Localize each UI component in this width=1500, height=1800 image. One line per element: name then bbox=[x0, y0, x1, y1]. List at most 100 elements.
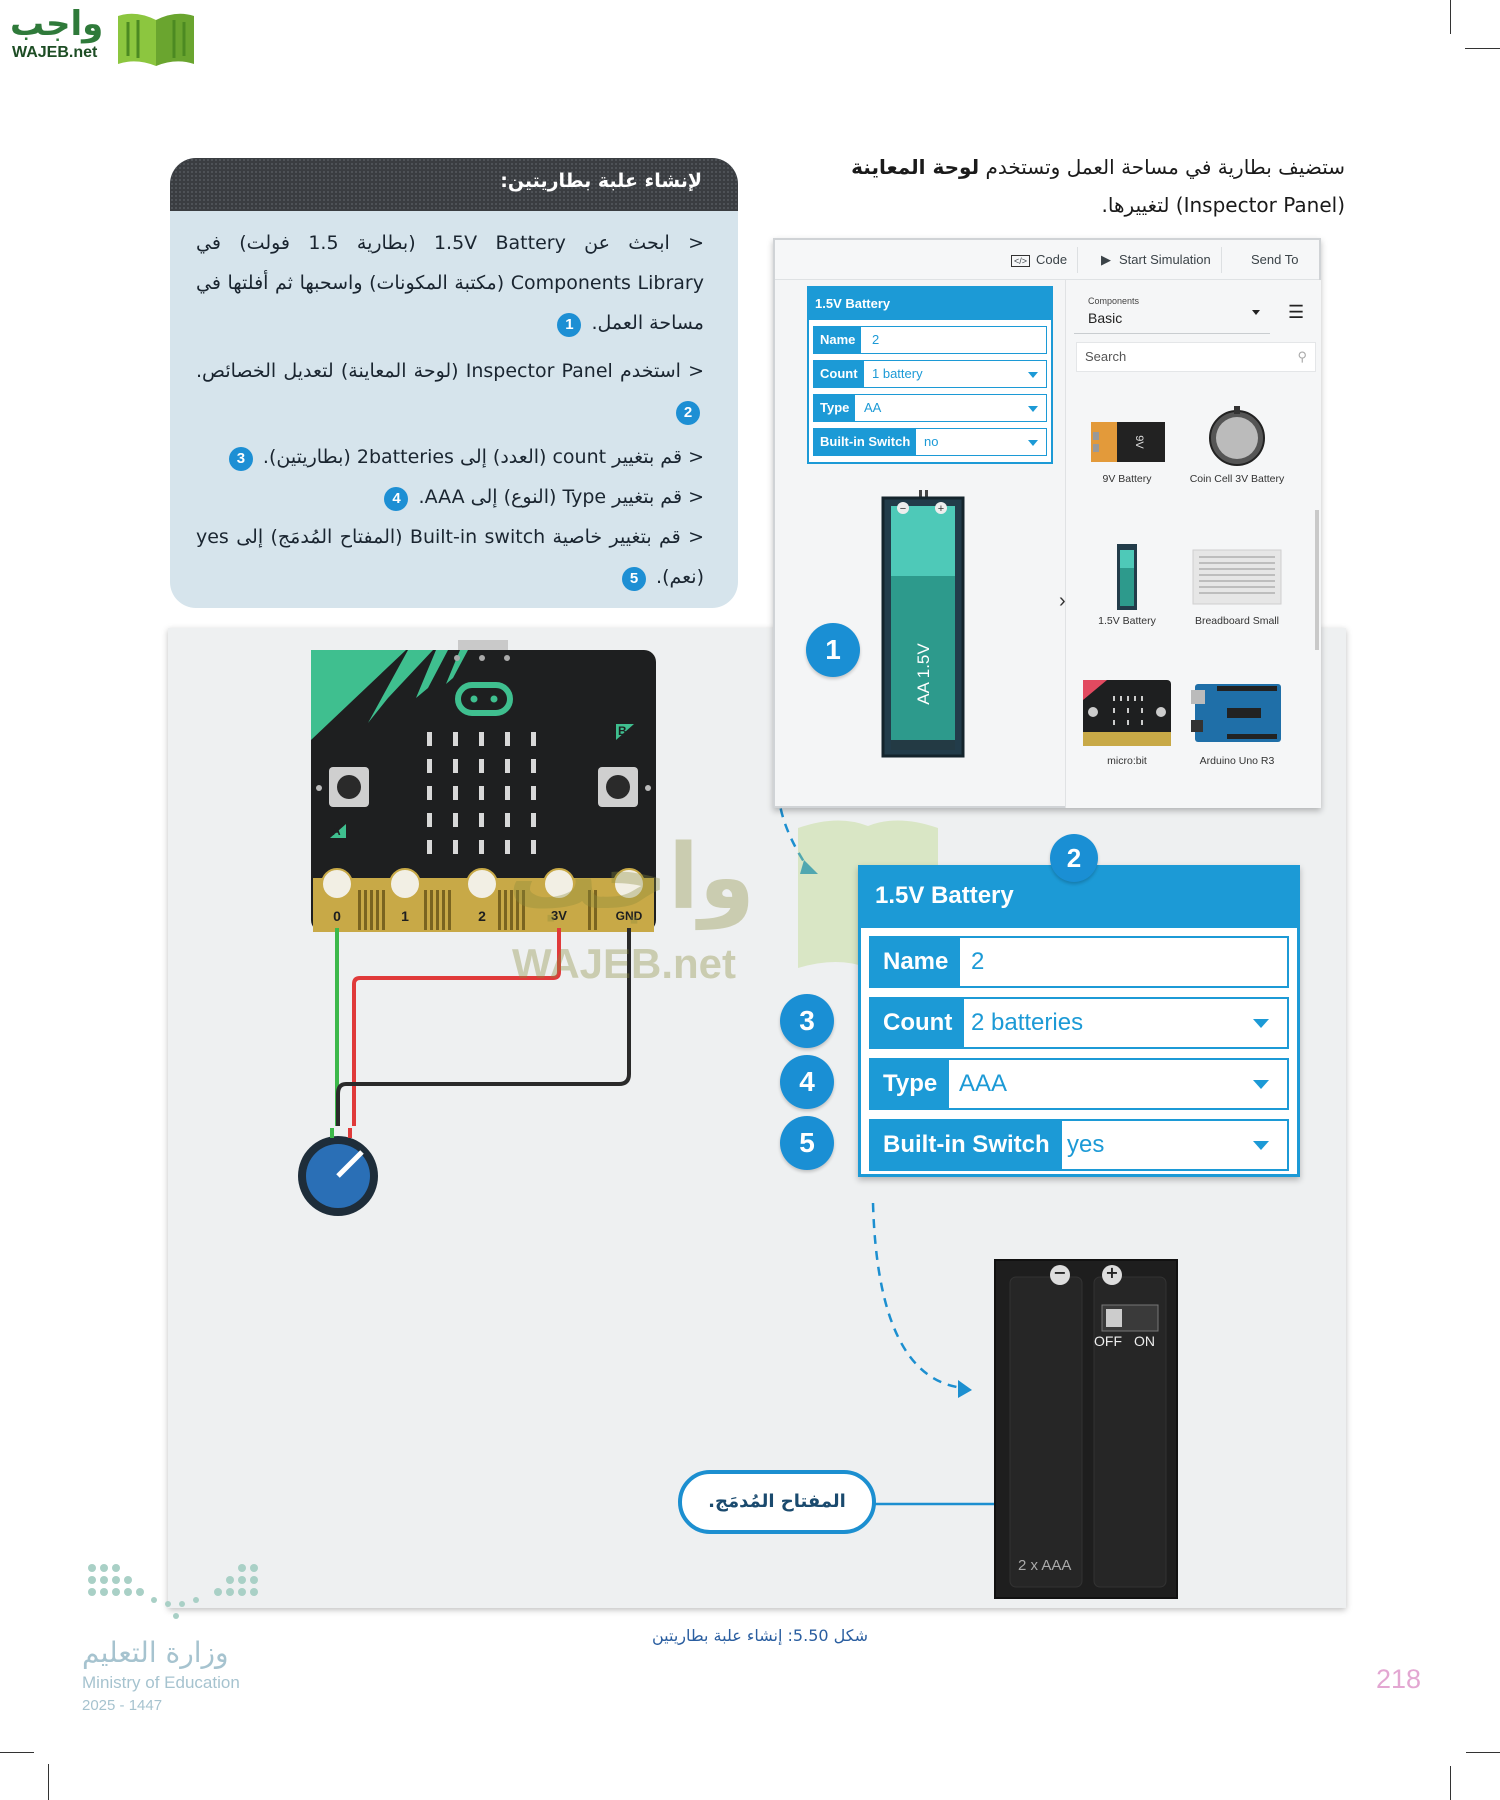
component-coin-cell[interactable]: Coin Cell 3V Battery bbox=[1182, 400, 1292, 485]
coin-cell-image bbox=[1209, 406, 1265, 466]
name-label: Name bbox=[871, 938, 961, 986]
arrow-head bbox=[800, 860, 818, 874]
minus-icon: − bbox=[900, 503, 906, 515]
instructions-box: لإنشاء علبة بطاريتين: < ابحث عن 1.5V Bat… bbox=[170, 158, 738, 608]
plus-icon: + bbox=[938, 503, 944, 515]
switch-value: no bbox=[924, 434, 939, 449]
crop-mark bbox=[1466, 1752, 1500, 1753]
battery-holder-drawing bbox=[1009, 1265, 1167, 1588]
components-dropdown[interactable]: Components Basic bbox=[1074, 290, 1270, 334]
send-to-label: Send To bbox=[1251, 252, 1299, 267]
components-caption: Components bbox=[1088, 296, 1140, 306]
start-simulation-label: Start Simulation bbox=[1119, 252, 1211, 267]
search-icon: ⚲ bbox=[1297, 349, 1307, 364]
start-simulation-button[interactable]: ▶Start Simulation bbox=[1091, 247, 1222, 273]
code-label: Code bbox=[1036, 252, 1068, 267]
instructions-heading: لإنشاء علبة بطاريتين: bbox=[170, 158, 738, 211]
site-logo[interactable]: واجب WAJEB.net bbox=[10, 4, 194, 70]
component-9v-battery[interactable]: 9V 9V Battery bbox=[1072, 410, 1182, 485]
component-1-5v-battery[interactable]: 1.5V Battery bbox=[1072, 542, 1182, 627]
component-microbit[interactable]: micro:bit bbox=[1072, 674, 1182, 767]
list-view-icon[interactable]: ☰ bbox=[1288, 302, 1305, 322]
ministry-english: Ministry of Education bbox=[82, 1673, 240, 1692]
switch-select[interactable]: Built-in Switch no bbox=[813, 428, 1047, 456]
component-label: 9V Battery bbox=[1102, 473, 1152, 485]
code-button[interactable]: </> Code bbox=[1001, 247, 1079, 273]
switch-label: Built-in Switch bbox=[814, 429, 917, 455]
send-to-button[interactable]: Send To bbox=[1241, 247, 1308, 273]
step-text: < قم بتغيير count (العدد) إلى 2batteries… bbox=[262, 446, 704, 468]
arrow-to-holder bbox=[871, 1202, 964, 1390]
chevron-down-icon bbox=[1253, 1080, 1269, 1089]
callout-5: 5 bbox=[780, 1116, 834, 1170]
count-value: 1 battery bbox=[872, 366, 923, 381]
pin-label-0: 0 bbox=[333, 908, 341, 924]
intro-bold: لوحة المعاينة bbox=[851, 155, 980, 179]
code-icon: </> bbox=[1011, 255, 1031, 267]
intro-paragraph: ستضيف بطارية في مساحة العمل وتستخدم لوحة… bbox=[825, 148, 1345, 224]
ministry-year: 2025 - 1447 bbox=[82, 1697, 163, 1714]
microbit-board[interactable] bbox=[311, 650, 656, 932]
ministry-logo: وزارة التعليم Ministry of Education 2025… bbox=[82, 1560, 302, 1714]
name-field-large[interactable]: Name 2 bbox=[869, 936, 1289, 988]
9v-label: 9V bbox=[1133, 435, 1145, 449]
step-2: < استخدم Inspector Panel (لوحة المعاينة)… bbox=[196, 351, 704, 431]
component-label: Coin Cell 3V Battery bbox=[1189, 473, 1285, 485]
chevron-down-icon bbox=[1028, 406, 1038, 412]
component-arduino[interactable]: Arduino Uno R3 bbox=[1182, 674, 1292, 767]
step-text: < استخدم Inspector Panel (لوحة المعاينة)… bbox=[196, 360, 704, 382]
figure-caption: شكل 5.50: إنشاء علبة بطاريتين bbox=[651, 1626, 868, 1645]
minus-icon: − bbox=[1053, 1263, 1067, 1282]
crop-mark bbox=[1465, 48, 1500, 49]
potentiometer[interactable] bbox=[298, 1128, 378, 1216]
callout-2: 2 bbox=[1050, 834, 1098, 882]
battery-label: AA 1.5V bbox=[914, 643, 933, 705]
component-breadboard[interactable]: Breadboard Small bbox=[1182, 542, 1292, 627]
chevron-down-icon bbox=[1252, 310, 1260, 315]
component-label: 1.5V Battery bbox=[1098, 615, 1156, 627]
callout-3: 3 bbox=[780, 994, 834, 1048]
search-input[interactable]: Search⚲ bbox=[1076, 342, 1316, 372]
pin-label-1: 1 bbox=[401, 908, 409, 924]
9v-battery-image: 9V bbox=[1091, 422, 1165, 462]
chevron-down-icon bbox=[1028, 440, 1038, 446]
button-b-label: B bbox=[618, 724, 627, 738]
chevron-down-icon bbox=[1253, 1141, 1269, 1150]
callout-4: 4 bbox=[780, 1055, 834, 1109]
name-value: 2 bbox=[872, 332, 880, 347]
battery-holder[interactable]: − + OFF ON 2 x AAA bbox=[994, 1259, 1178, 1599]
step-text: < قم بتغيير Type (النوع) إلى AAA. bbox=[418, 486, 704, 508]
crop-mark bbox=[0, 1752, 34, 1753]
components-panel: Components Basic ☰ Search⚲ 9V 9V Battery… bbox=[1065, 280, 1321, 808]
name-value: 2 bbox=[971, 948, 985, 975]
switch-value: yes bbox=[1067, 1131, 1105, 1158]
chevron-right-icon[interactable]: › bbox=[1059, 590, 1066, 612]
plus-icon: + bbox=[1105, 1263, 1119, 1282]
step-number: 2 bbox=[676, 401, 700, 425]
pin-label-3v: 3V bbox=[551, 908, 567, 923]
step-number: 3 bbox=[228, 447, 253, 471]
ministry-emblem-icon bbox=[88, 1564, 258, 1619]
step-4: < قم بتغيير Type (النوع) إلى AAA. 4 bbox=[196, 477, 704, 517]
component-label: Breadboard Small bbox=[1194, 615, 1280, 627]
aa-battery[interactable]: − + bbox=[879, 490, 967, 760]
switch-off-label: OFF bbox=[1094, 1333, 1122, 1349]
logo-english: WAJEB.net bbox=[12, 44, 98, 61]
circuit-drawing bbox=[298, 640, 1030, 1508]
pin-label-gnd: GND bbox=[615, 909, 643, 923]
builtin-switch-label: المفتاح المُدمَج. bbox=[678, 1470, 876, 1534]
step-3: < قم بتغيير count (العدد) إلى 2batteries… bbox=[196, 437, 704, 477]
step-5: < قم بتغيير خاصية Built-in switch (المفت… bbox=[196, 517, 704, 597]
microbit-image bbox=[1083, 680, 1171, 746]
book-icon bbox=[118, 13, 194, 66]
callout-1: 1 bbox=[806, 623, 860, 677]
scrollbar[interactable] bbox=[1315, 510, 1319, 650]
inspector-large-title: 1.5V Battery bbox=[861, 868, 1297, 928]
